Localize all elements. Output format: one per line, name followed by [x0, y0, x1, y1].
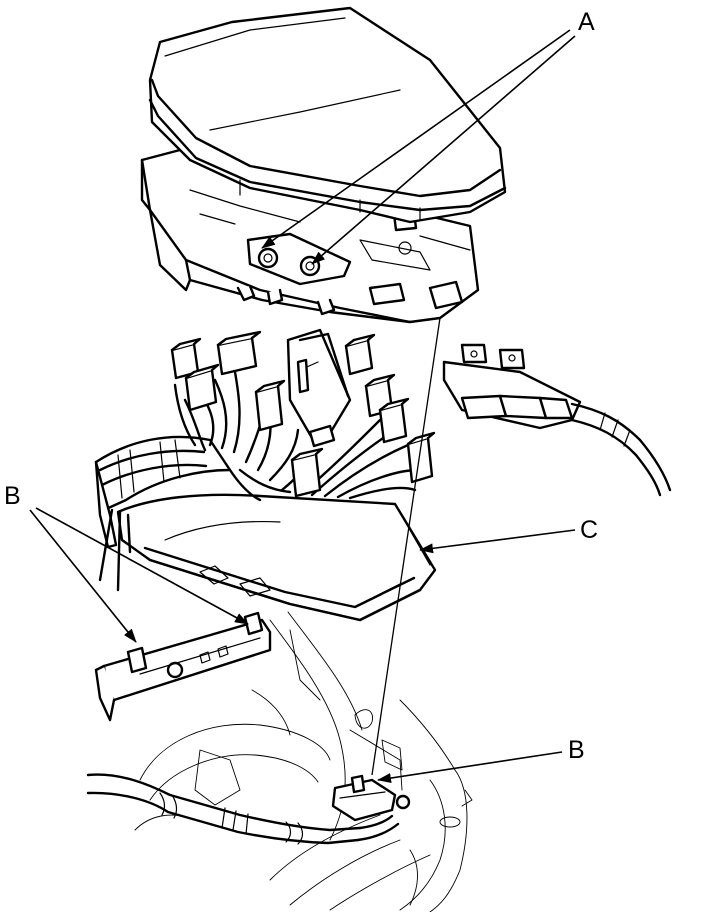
- callout-arrows: [29, 29, 576, 783]
- callout-label-a: A: [578, 8, 595, 36]
- lower-tray-c: [116, 493, 437, 622]
- body-bracket-b-right: [331, 774, 411, 822]
- connectors: [170, 328, 436, 498]
- callout-label-c: C: [580, 516, 598, 544]
- right-harness-connector: [442, 343, 672, 497]
- bracket-b-left: [94, 611, 272, 722]
- vehicle-body-background: [134, 611, 473, 913]
- alignment-line: [371, 317, 441, 776]
- engine-wire-harness: [86, 773, 400, 845]
- fuse-box-cover: [148, 6, 507, 224]
- callout-label-b-right: B: [568, 736, 585, 764]
- harness-bundle: [94, 435, 232, 592]
- callout-label-b-left: B: [4, 482, 21, 510]
